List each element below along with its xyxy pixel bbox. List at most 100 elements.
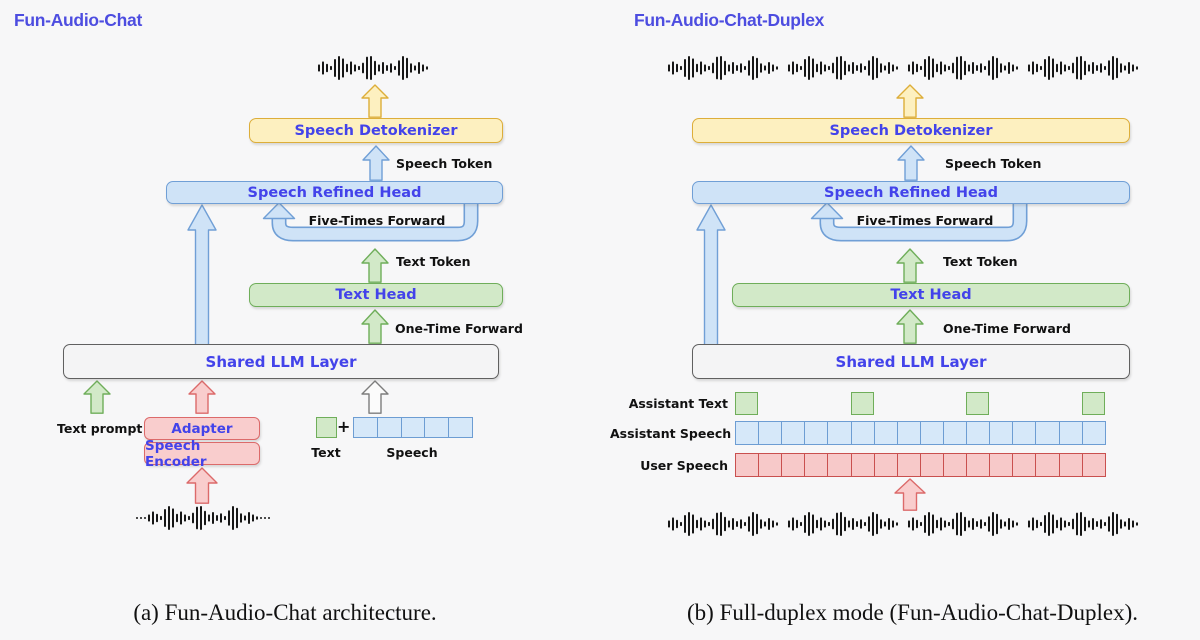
text-head-label: Text Head: [335, 287, 417, 303]
token-square: [316, 417, 337, 438]
up-arrow-red-icon: [894, 478, 926, 515]
up-arrow-blue-icon: [362, 145, 390, 185]
speech-encoder-box: Speech Encoder: [144, 438, 260, 470]
tall-up-arrow-blue-icon: [696, 204, 726, 351]
token-square: [827, 421, 852, 445]
up-arrow-green-icon: [361, 309, 389, 348]
speech-refined-head-label: Speech Refined Head: [247, 184, 422, 201]
token-square: [781, 453, 806, 477]
token-square: [1035, 453, 1060, 477]
user-speech-token-row: [735, 453, 1106, 477]
five-times-forward-loop-icon: [800, 202, 1036, 252]
waveform-icon: [318, 56, 428, 80]
token-square: [758, 453, 783, 477]
speech-detokenizer-box: Speech Detokenizer: [692, 118, 1130, 143]
token-square: [1012, 453, 1037, 477]
token-square: [873, 421, 898, 445]
token-square: [919, 453, 945, 477]
token-square: [424, 417, 450, 438]
one-time-forward-label: One-Time Forward: [395, 321, 523, 336]
user-speech-label: User Speech: [640, 458, 728, 473]
text-head-label: Text Head: [890, 287, 972, 303]
up-arrow-green-icon: [896, 309, 924, 348]
token-square: [400, 417, 426, 438]
token-square: [1058, 421, 1083, 445]
adapter-label: Adapter: [171, 420, 233, 437]
token-square: [735, 453, 760, 477]
up-arrow-blue-icon: [897, 145, 925, 185]
token-square: [966, 421, 991, 445]
right-caption: (b) Full-duplex mode (Fun-Audio-Chat-Dup…: [687, 600, 1138, 625]
token-square: [353, 417, 378, 438]
five-times-forward-label: Five-Times Forward: [308, 213, 446, 228]
token-square: [989, 421, 1014, 445]
assistant-text-token-row: [735, 392, 1105, 415]
token-square: [1012, 421, 1037, 445]
up-arrow-green-icon: [361, 248, 389, 287]
token-square: [966, 392, 990, 415]
token-square: [850, 453, 875, 477]
token-square: [919, 421, 945, 445]
token-square: [989, 453, 1014, 477]
text-prompt-label: Text prompt: [57, 421, 143, 436]
speech-encoder-label: Speech Encoder: [145, 437, 207, 470]
token-square: [448, 417, 474, 438]
right-panel-title: Fun-Audio-Chat-Duplex: [634, 10, 825, 30]
up-arrow-green-icon: [83, 380, 111, 418]
tall-up-arrow-blue-icon: [187, 204, 217, 351]
plus-sign: +: [337, 417, 351, 436]
assistant-speech-label: Assistant Speech: [610, 426, 732, 441]
shared-llm-layer-box: Shared LLM Layer: [692, 344, 1130, 379]
speech-token-label: Speech Token: [396, 156, 493, 171]
assistant-speech-token-row: [735, 421, 1106, 445]
speech-refined-head-box: Speech Refined Head: [166, 181, 503, 204]
waveform-icon: [668, 512, 1138, 536]
up-arrow-red-icon: [186, 467, 218, 508]
text-token-label: Text Token: [396, 254, 471, 269]
five-times-forward-label: Five-Times Forward: [856, 213, 994, 228]
five-times-forward-loop-icon: [256, 202, 482, 252]
left-panel-title: Fun-Audio-Chat: [14, 10, 142, 30]
speech-detokenizer-label: Speech Detokenizer: [294, 122, 458, 139]
shared-llm-layer-label: Shared LLM Layer: [205, 352, 357, 371]
token-square: [758, 421, 783, 445]
token-square: [942, 421, 968, 445]
token-square: [1081, 453, 1106, 477]
up-arrow-yellow-icon: [361, 84, 389, 122]
token-square: [966, 453, 991, 477]
speech-detokenizer-label: Speech Detokenizer: [829, 122, 993, 139]
text-head-box: Text Head: [249, 283, 503, 307]
token-square: [873, 453, 898, 477]
token-square: [1058, 453, 1083, 477]
token-square: [781, 421, 806, 445]
text-head-box: Text Head: [732, 283, 1130, 307]
adapter-box: Adapter: [144, 417, 260, 440]
token-square: [735, 392, 759, 415]
token-square: [896, 453, 922, 477]
speech-detokenizer-box: Speech Detokenizer: [249, 118, 503, 143]
up-arrow-green-icon: [896, 248, 924, 287]
token-square: [1081, 421, 1106, 445]
one-time-forward-label: One-Time Forward: [943, 321, 1071, 336]
token-square: [850, 421, 875, 445]
token-square: [896, 421, 922, 445]
token-square: [850, 392, 874, 415]
token-square: [1081, 392, 1105, 415]
up-arrow-yellow-icon: [896, 84, 924, 122]
token-square: [1035, 421, 1060, 445]
token-square: [942, 453, 968, 477]
speech-token-row: [353, 417, 474, 438]
assistant-text-label: Assistant Text: [628, 396, 728, 411]
text-token-label: Text Token: [943, 254, 1018, 269]
up-arrow-white-icon: [361, 380, 389, 418]
text-token-square: [316, 417, 337, 438]
left-caption: (a) Fun-Audio-Chat architecture.: [133, 600, 437, 625]
speech-refined-head-label: Speech Refined Head: [824, 184, 998, 201]
shared-llm-layer-box: Shared LLM Layer: [63, 344, 499, 379]
speech-label: Speech: [386, 445, 438, 460]
waveform-icon: [136, 506, 270, 530]
token-square: [827, 453, 852, 477]
token-square: [804, 453, 829, 477]
speech-refined-head-box: Speech Refined Head: [692, 181, 1130, 204]
